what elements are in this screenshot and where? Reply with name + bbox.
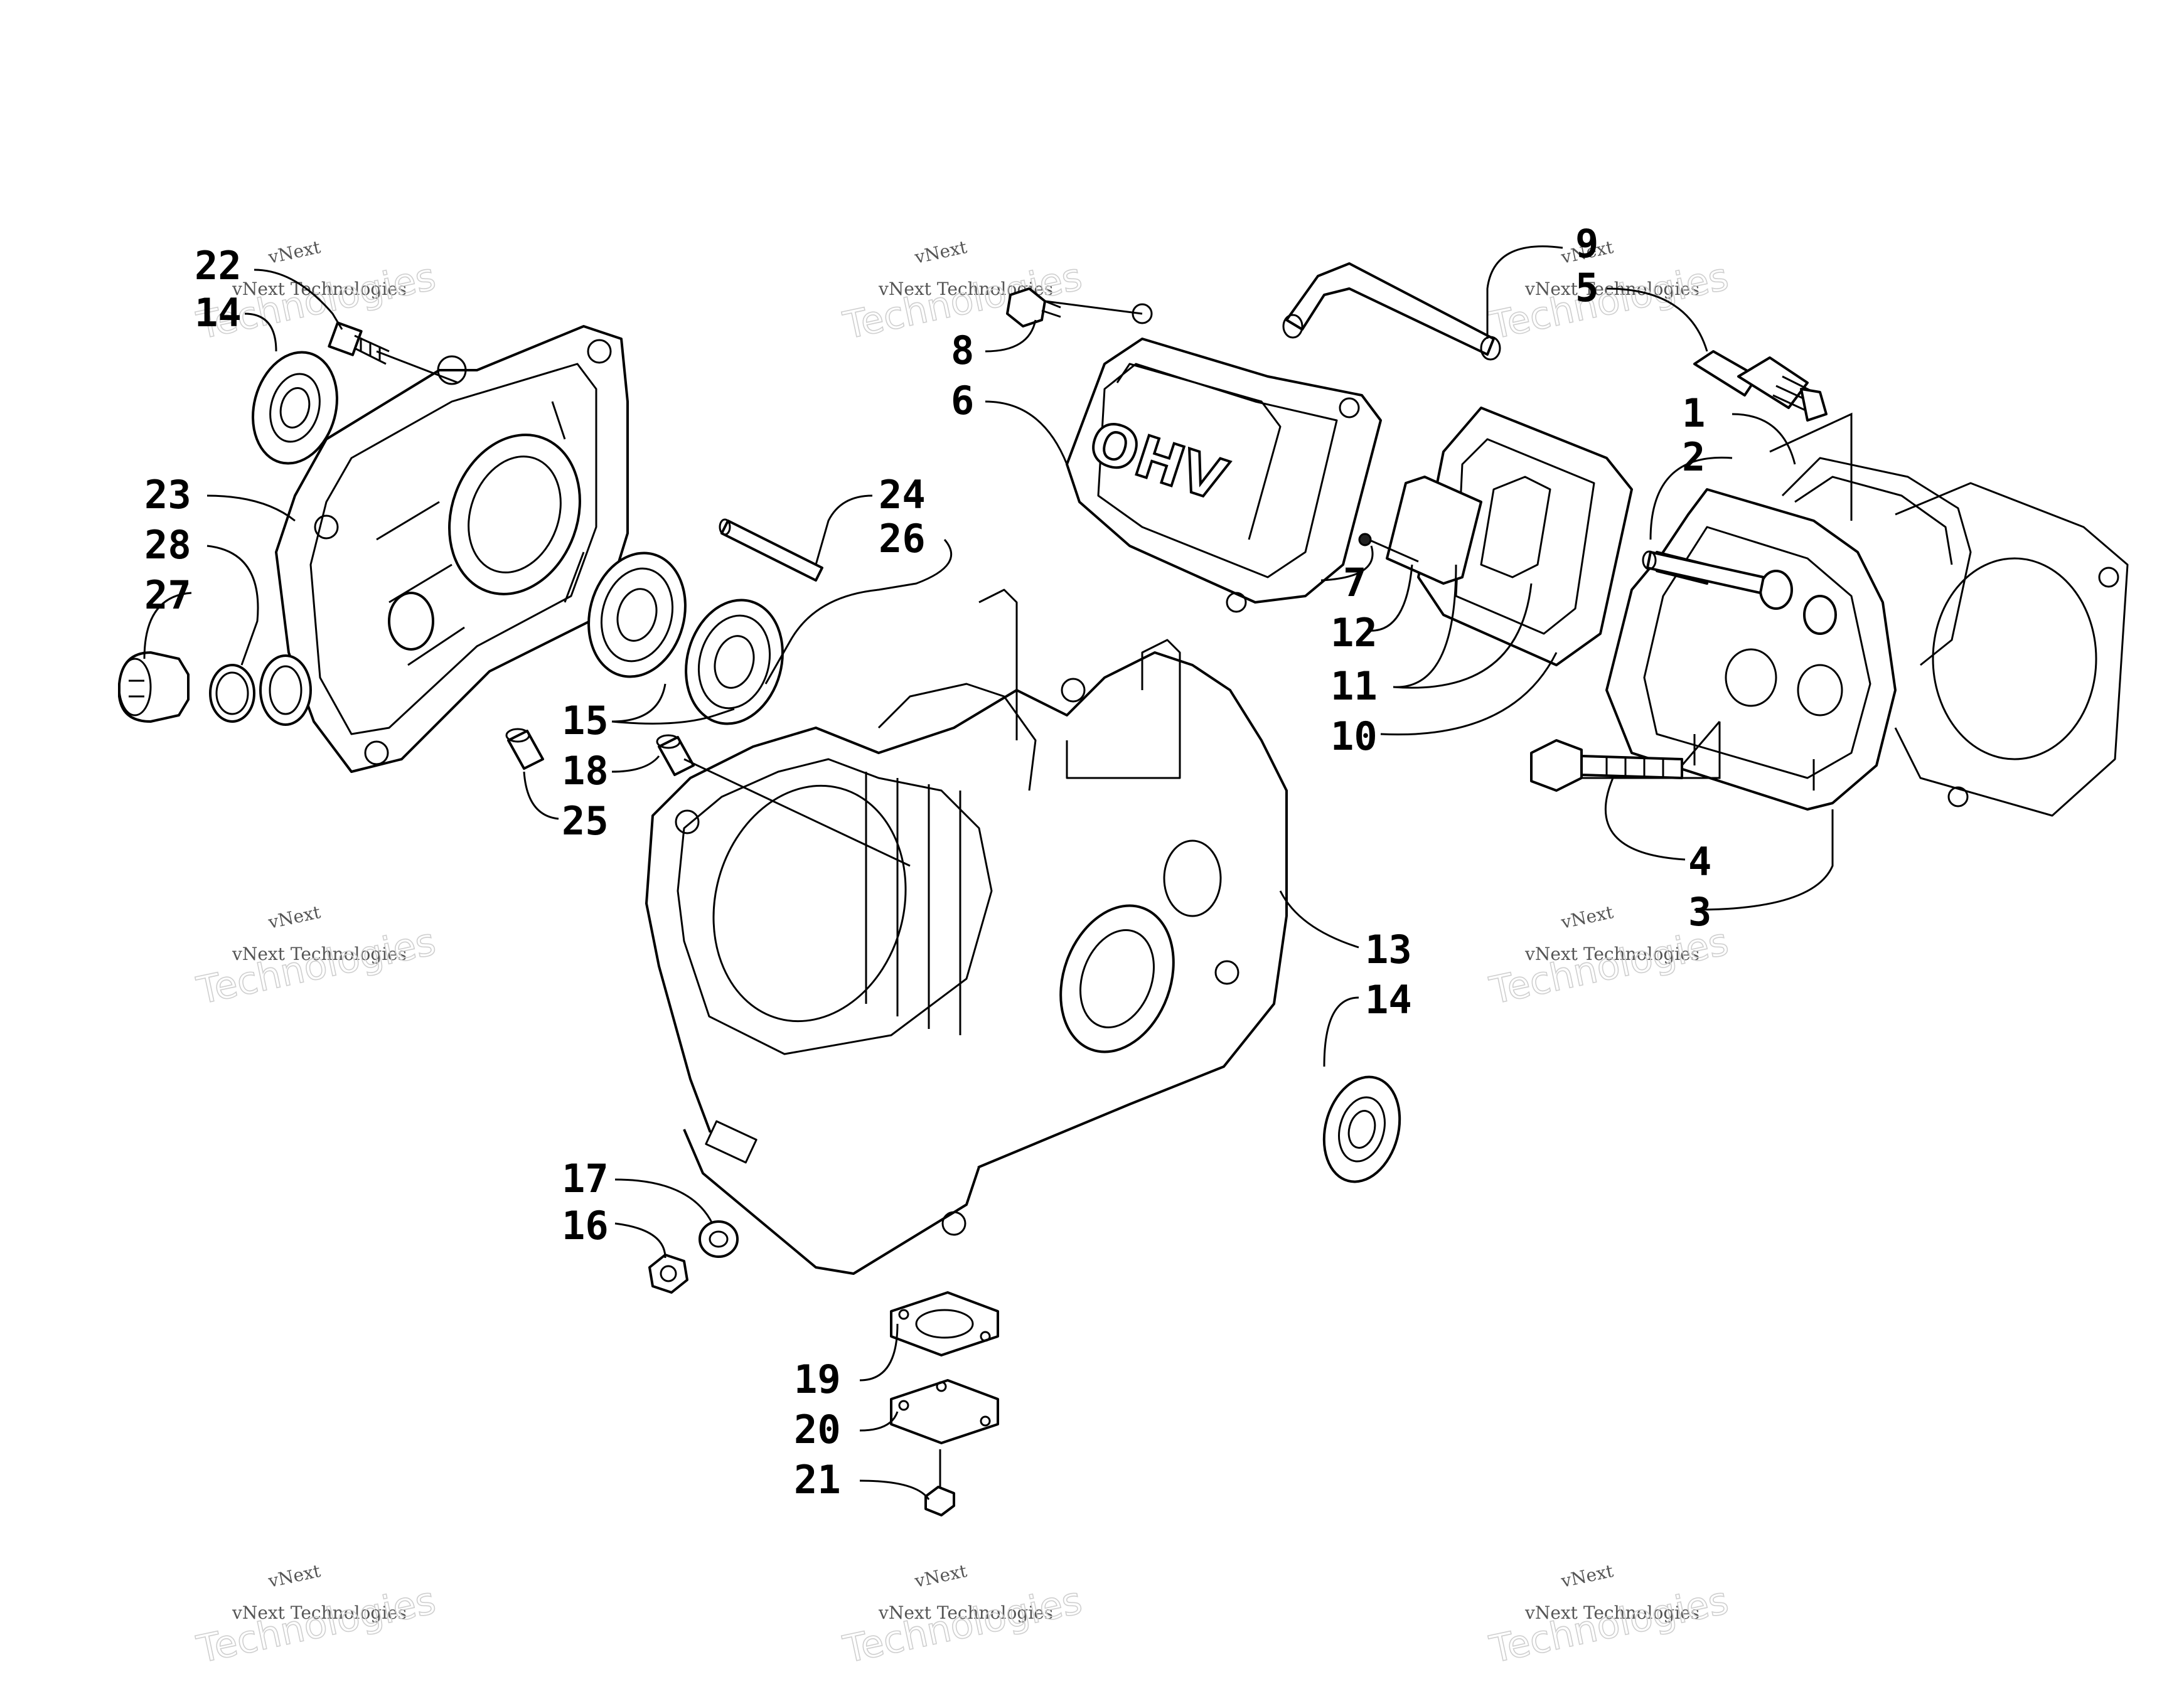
- svg-text:Technologies: Technologies: [193, 1579, 440, 1672]
- svg-text:vNext Technologies: vNext Technologies: [232, 944, 407, 964]
- svg-text:vNext: vNext: [266, 902, 323, 933]
- watermark: vNext vNext Technologies Technologies: [839, 1560, 1086, 1673]
- callout-16: 16: [562, 1203, 609, 1249]
- callout-17: 17: [562, 1156, 609, 1201]
- dowel-pin-part: [719, 518, 823, 582]
- svg-text:vNext: vNext: [913, 1560, 970, 1592]
- watermark: vNext vNext Technologies Technologies: [1485, 1560, 1733, 1673]
- callout-14: 14: [195, 290, 242, 336]
- callout-27: 27: [144, 572, 191, 618]
- oil-seal-part: [252, 351, 338, 465]
- svg-text:vNext Technologies: vNext Technologies: [232, 1602, 407, 1623]
- dowel-part: [505, 728, 544, 770]
- cover-bolt-part: [328, 321, 390, 365]
- callout-24: 24: [879, 472, 926, 518]
- callout-19: 19: [794, 1356, 841, 1402]
- callout-26: 26: [879, 516, 926, 562]
- gasket-part: [890, 1291, 999, 1356]
- callout-20: 20: [794, 1407, 841, 1452]
- breather-housing-part: [1417, 407, 1633, 666]
- callout-6: 6: [951, 378, 974, 424]
- svg-text:Technologies: Technologies: [193, 920, 440, 1013]
- callout-28: 28: [144, 522, 191, 568]
- o-ring-part: [209, 664, 255, 723]
- screw-part: [924, 1449, 955, 1516]
- plate-part: [890, 1379, 999, 1444]
- drain-bolt-part: [648, 1254, 688, 1294]
- leader-lines: [143, 245, 1853, 1500]
- svg-text:vNext: vNext: [266, 1560, 323, 1592]
- callout-2: 2: [1682, 434, 1705, 480]
- watermark: vNext vNext Technologies Technologies: [193, 902, 440, 1014]
- callout-3: 3: [1688, 889, 1711, 935]
- washer-part: [699, 1220, 739, 1258]
- valve-cover-part: OHV: [1066, 303, 1382, 613]
- callout-4: 4: [1688, 839, 1711, 885]
- oil-filler-plug-part: [118, 651, 190, 723]
- callout-7: 7: [1343, 560, 1366, 605]
- callout-23: 23: [144, 472, 191, 518]
- svg-text:vNext: vNext: [1559, 902, 1616, 933]
- svg-text:vNext Technologies: vNext Technologies: [1524, 944, 1700, 964]
- svg-text:vNext: vNext: [1559, 1560, 1616, 1592]
- svg-text:vNext Technologies: vNext Technologies: [1524, 1602, 1700, 1623]
- bearing-part: [587, 551, 687, 678]
- svg-text:vNext Technologies: vNext Technologies: [878, 1602, 1053, 1623]
- watermark: vNext vNext Technologies Technologies: [193, 1560, 440, 1673]
- callout-9: 9: [1575, 221, 1598, 267]
- breather-plate-part: [1386, 476, 1551, 585]
- filler-neck-seal-part: [259, 654, 312, 726]
- callout-15: 15: [562, 698, 609, 743]
- crankcase-cover-part: [275, 325, 629, 773]
- callout-18: 18: [562, 748, 609, 794]
- breather-tube-part: [1282, 262, 1501, 361]
- watermark: vNext vNext Technologies Technologies: [1485, 237, 1733, 349]
- breather-screw-part: [1358, 533, 1419, 563]
- oil-seal-part: [1322, 1075, 1401, 1183]
- svg-text:Technologies: Technologies: [840, 1579, 1086, 1672]
- callout-8: 8: [951, 328, 974, 373]
- svg-text:vNext Technologies: vNext Technologies: [232, 279, 407, 299]
- cover-screw-part: [1006, 287, 1061, 328]
- callout-1: 1: [1682, 390, 1705, 436]
- svg-text:vNext: vNext: [913, 237, 970, 268]
- dowel-part: [656, 734, 695, 776]
- callout-25: 25: [562, 798, 609, 844]
- callout-10: 10: [1330, 713, 1378, 759]
- svg-text:Technologies: Technologies: [1486, 255, 1733, 348]
- callout-13: 13: [1365, 927, 1412, 972]
- head-gasket-part: [1894, 482, 2129, 817]
- callout-12: 12: [1330, 610, 1378, 656]
- callout-21: 21: [794, 1457, 841, 1503]
- callout-14: 14: [1365, 977, 1412, 1023]
- callout-22: 22: [195, 243, 242, 289]
- svg-text:Technologies: Technologies: [1486, 1579, 1733, 1672]
- crankcase-part: [645, 589, 1288, 1275]
- svg-text:vNext: vNext: [266, 237, 323, 268]
- callout-labels: 22 14 23 28 27 24 26 15 18 25 8 6 9 5 1 …: [144, 221, 1711, 1503]
- spark-plug-part: [1693, 350, 1828, 422]
- callout-5: 5: [1575, 265, 1598, 311]
- pushrod-part: [1642, 550, 1765, 594]
- head-cover-part: [1781, 457, 1972, 666]
- callout-11: 11: [1330, 663, 1378, 709]
- bearing-part: [685, 599, 784, 725]
